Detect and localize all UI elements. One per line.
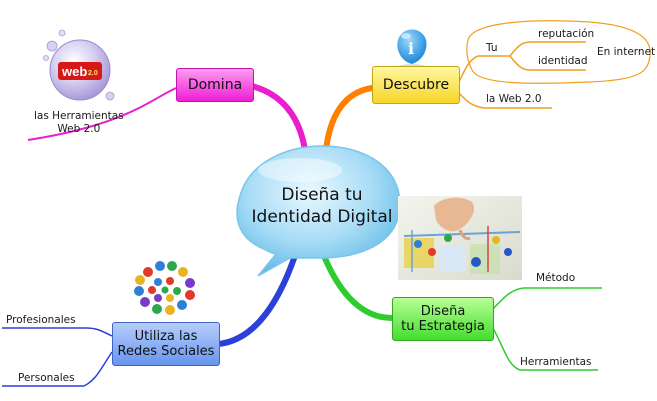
web20-badge-image: web 2.0 [43,29,115,101]
node-descubre[interactable]: Descubre [372,66,460,104]
redes-personales-line [2,351,113,387]
label-herramientas-line-2: Web 2.0 [57,123,101,135]
label-la-web-20[interactable]: la Web 2.0 [486,93,542,105]
node-estrategia[interactable]: Diseña tu Estrategia [392,297,494,341]
node-redes-line-1: Utiliza las [134,329,198,344]
estrategia-metodo-line [491,287,602,311]
redes-profesionales-line [2,327,113,337]
node-estrategia-line-2: tu Estrategia [401,319,485,334]
estrategia-herramientas-line [491,325,598,371]
descubre-branch-line [323,85,375,153]
node-redes[interactable]: Utiliza las Redes Sociales [112,322,220,366]
label-personales[interactable]: Personales [18,372,75,384]
node-descubre-label: Descubre [382,76,450,93]
label-herramientas-web20[interactable]: las Herramientas Web 2.0 [34,110,124,136]
descubre-reputacion-line [509,41,586,57]
central-topic-line-1: Diseña tu [281,185,363,205]
label-tu[interactable]: Tu [486,42,498,54]
svg-text:i: i [408,39,414,58]
web20-badge-version: 2.0 [88,70,98,77]
domina-branch-line [249,83,308,153]
node-domina[interactable]: Domina [176,68,254,102]
node-estrategia-line-1: Diseña [420,304,466,319]
descubre-web-line [457,91,552,109]
central-topic-line-2: Identidad Digital [251,207,393,227]
people-circle-image [134,261,195,315]
label-herramientas-line-1: las Herramientas [34,110,124,122]
board-game-image [398,196,522,280]
internet-boundary [466,20,651,84]
web20-badge-text: web [61,64,87,79]
descubre-tu-line [457,55,510,85]
domina-sub-line [27,87,177,141]
node-redes-line-2: Redes Sociales [117,344,215,359]
node-domina-label: Domina [187,76,243,93]
label-identidad[interactable]: identidad [538,55,588,67]
label-en-internet[interactable]: En internet [597,46,656,58]
label-profesionales[interactable]: Profesionales [6,314,76,326]
label-metodo[interactable]: Método [536,272,576,284]
central-bubble [236,145,401,277]
label-herramientas[interactable]: Herramientas [520,356,592,368]
descubre-identidad-line [509,55,586,71]
central-topic[interactable]: Diseña tu Identidad Digital [250,176,394,236]
label-reputacion[interactable]: reputación [538,28,595,40]
